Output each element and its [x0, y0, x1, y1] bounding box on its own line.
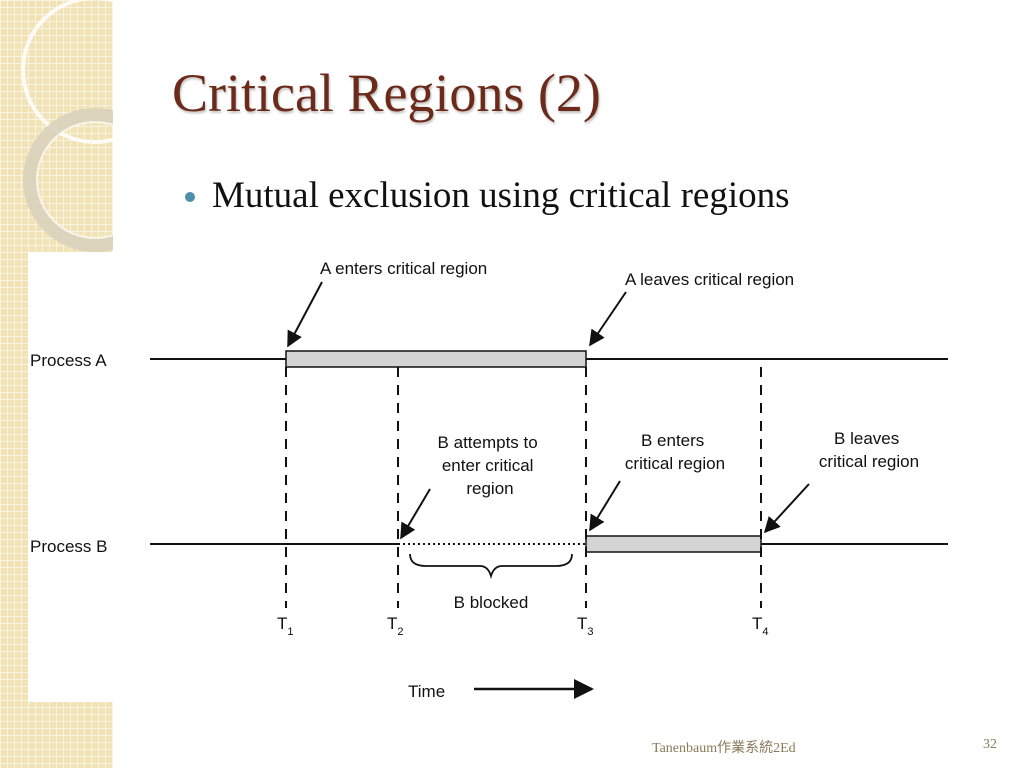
a-leaves-label: A leaves critical region	[625, 270, 794, 289]
b-blocked-label: B blocked	[454, 593, 529, 612]
b-enters-arrow	[589, 480, 621, 532]
b-attempts-arrow	[400, 488, 431, 540]
bullet-text: Mutual exclusion using critical regions	[212, 175, 790, 216]
process-a-label: Process A	[30, 351, 107, 370]
b-attempts-label: B attempts to enter critical region	[438, 433, 543, 498]
decorative-circles	[21, 0, 113, 252]
a-leaves-arrow	[589, 291, 627, 347]
b-blocked-brace	[409, 553, 573, 580]
time-marker-4: T4	[752, 614, 769, 638]
time-label: Time	[408, 682, 445, 701]
b-leaves-label: B leaves critical region	[819, 429, 919, 471]
a-enters-arrow	[287, 281, 323, 348]
process-b-label: Process B	[30, 537, 107, 556]
slide-title: Critical Regions (2)	[172, 63, 601, 123]
b-enters-label: B enters critical region	[625, 431, 725, 473]
footer-source: Tanenbaum作業系統2Ed	[652, 741, 796, 756]
time-marker-2: T2	[387, 614, 404, 638]
a-enters-label: A enters critical region	[320, 259, 487, 278]
process-b-critical-region-bar	[585, 535, 762, 553]
timeline-diagram: Process A Process B T1 T2 T3 T4 A enters…	[28, 252, 1000, 702]
time-marker-1: T1	[277, 614, 294, 638]
process-a-critical-region-bar	[285, 350, 587, 368]
time-marker-3: T3	[577, 614, 594, 638]
b-leaves-arrow	[763, 483, 810, 534]
bullet-dot-icon	[185, 192, 195, 202]
page-number: 32	[983, 737, 997, 752]
